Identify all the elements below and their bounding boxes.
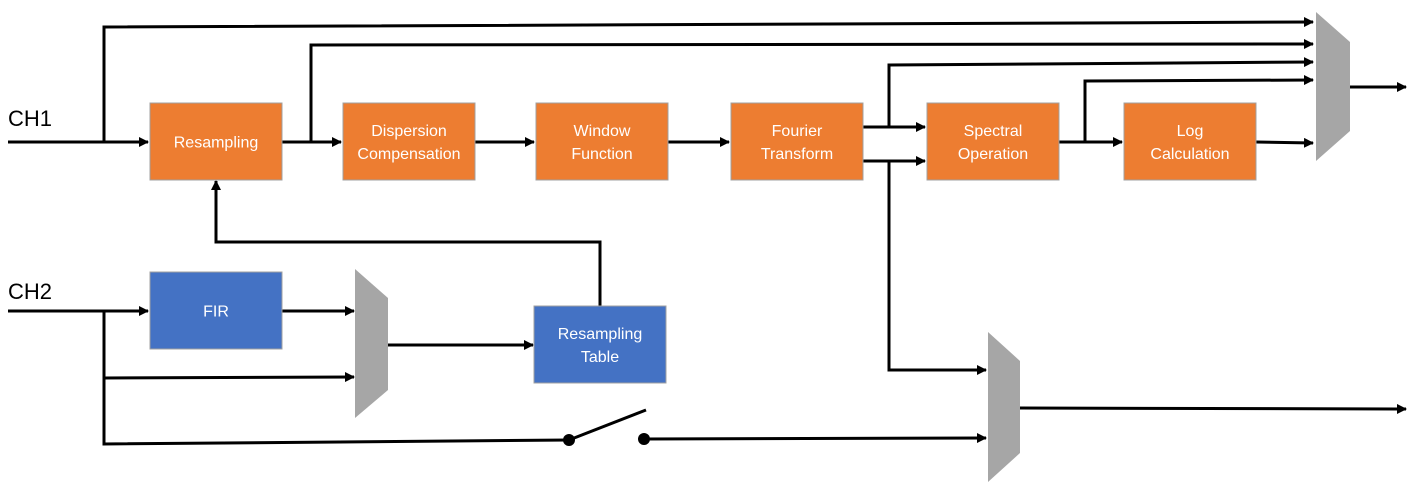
ch2-wires — [8, 180, 1407, 446]
fir-block: FIR — [149, 271, 283, 350]
switch-lever — [568, 408, 647, 442]
bottom-mux-output-wire — [1019, 403, 1407, 414]
window-block-label: Window — [574, 123, 631, 140]
resampling-block: Resampling — [149, 102, 283, 181]
fourier-to-bottom-mux-wire — [887, 161, 987, 375]
resampled-to-top-mux-wire — [309, 39, 1314, 142]
ch2-label: CH2 — [8, 279, 52, 304]
ch2-mux — [355, 269, 388, 418]
resampling-block-box — [149, 102, 283, 181]
spectral-to-top-mux-wire — [1083, 75, 1314, 142]
switch-terminal-right — [638, 433, 650, 445]
log-block-box — [1123, 102, 1257, 181]
table-block-label: Resampling — [558, 326, 642, 343]
fir-block-box — [149, 271, 283, 350]
top-output-mux — [1316, 12, 1350, 161]
ch2-to-switch-wire — [102, 378, 570, 446]
spectral-block-box — [926, 102, 1060, 181]
fourier-block-box — [730, 102, 864, 181]
table-block-box — [533, 305, 667, 384]
ch1-wires — [8, 17, 1407, 375]
ch1-bypass-to-top-mux-wire — [102, 17, 1314, 142]
spectral-block-label: Operation — [958, 146, 1028, 163]
table-block-label: Table — [581, 349, 619, 366]
ch1-label: CH1 — [8, 106, 52, 131]
fourier-to-top-mux-wire — [887, 57, 1314, 127]
dispersion-block-label: Compensation — [357, 146, 460, 163]
fourier-block-label: Transform — [761, 146, 833, 163]
window-block-label: Function — [571, 146, 632, 163]
window-block-box — [535, 102, 669, 181]
log-to-top-mux-wire — [1255, 137, 1314, 148]
switch-terminal-left — [563, 434, 575, 446]
log-block-label: Calculation — [1150, 146, 1229, 163]
dispersion-block-box — [342, 102, 476, 181]
switch-to-bottom-mux-wire — [643, 433, 987, 444]
fourier-block-label: Fourier — [772, 123, 823, 140]
log-block-label: Log — [1177, 123, 1204, 140]
fir-block-label: FIR — [203, 304, 229, 321]
spectral-block-label: Spectral — [964, 123, 1023, 140]
bottom-output-mux — [988, 332, 1020, 482]
resampling-block-label: Resampling — [174, 135, 258, 152]
table-to-resampling-wire — [211, 180, 602, 306]
dispersion-block-label: Dispersion — [371, 123, 447, 140]
